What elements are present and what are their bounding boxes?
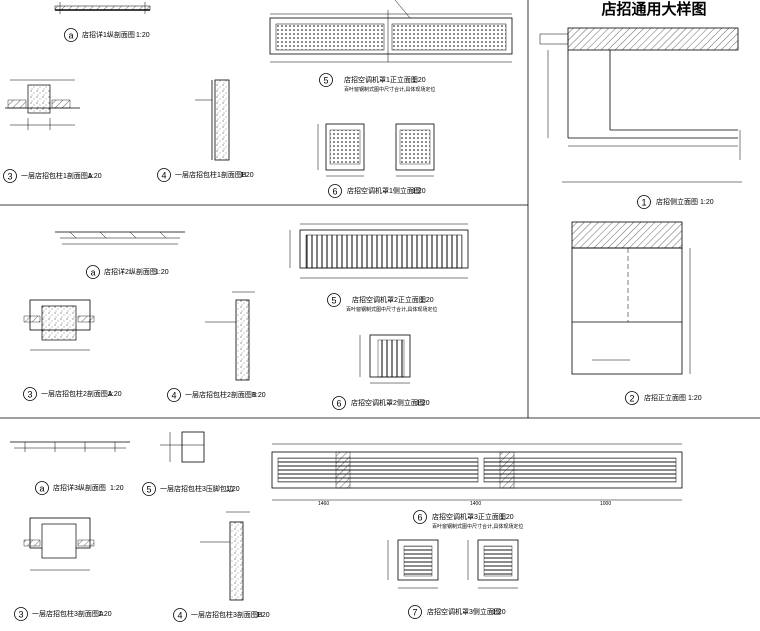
svg-text:1:20: 1:20 (240, 172, 254, 179)
detail-a2-section (55, 231, 185, 245)
ac-cover-1-side-elevations (317, 123, 435, 177)
svg-text:店招正立面图: 店招正立面图 (644, 393, 686, 402)
section-4-3-drawing (200, 511, 250, 601)
ac-cover-3-front-elevation: 1460 1400 1000 (271, 443, 683, 507)
svg-text:1: 1 (641, 198, 646, 208)
svg-text:a: a (39, 484, 44, 494)
svg-text:3: 3 (27, 390, 32, 400)
svg-text:4: 4 (177, 611, 182, 621)
svg-text:1:20: 1:20 (688, 395, 702, 402)
svg-text:店招详1纵剖面图: 店招详1纵剖面图 (82, 30, 135, 39)
caption-5-2: 5 店招空调机罩2正立面图 1:20 百叶窗钢制式图中尺寸合计,具体现场定位 (327, 293, 437, 313)
svg-text:店招空调机罩1侧立面图: 店招空调机罩1侧立面图 (347, 186, 421, 195)
svg-text:1:20: 1:20 (136, 32, 150, 39)
svg-text:店招空调机罩1正立面图: 店招空调机罩1正立面图 (344, 75, 418, 84)
svg-text:6: 6 (332, 187, 337, 197)
svg-text:4: 4 (171, 391, 176, 401)
svg-text:1:20: 1:20 (108, 391, 122, 398)
caption-3-2: 3 一层店招包柱2剖面图A 1:20 (23, 387, 122, 401)
section-4-2-drawing (205, 291, 255, 381)
svg-text:一层店招包柱3压脚包边: 一层店招包柱3压脚包边 (160, 484, 234, 493)
svg-text:一层店招包柱3剖面图B: 一层店招包柱3剖面图B (191, 610, 263, 619)
svg-text:百叶窗钢制式图中尺寸合计,具体现场定位: 百叶窗钢制式图中尺寸合计,具体现场定位 (432, 523, 523, 530)
caption-a1: a 店招详1纵剖面图 1:20 (64, 28, 150, 42)
svg-text:1:20: 1:20 (492, 609, 506, 616)
svg-text:一层店招包柱1剖面图A: 一层店招包柱1剖面图A (21, 171, 93, 180)
section-3-1-drawing (5, 79, 80, 130)
svg-text:1:20: 1:20 (420, 297, 434, 304)
svg-text:店招空调机罩3侧立面图: 店招空调机罩3侧立面图 (427, 607, 501, 616)
svg-text:a: a (68, 31, 73, 41)
svg-text:1:20: 1:20 (416, 400, 430, 407)
ac-cover-3-side-elevations (387, 539, 519, 589)
detail-a1-section (54, 2, 151, 14)
svg-text:1:20: 1:20 (700, 199, 714, 206)
svg-text:一层店招包柱1剖面图B: 一层店招包柱1剖面图B (175, 170, 247, 179)
svg-text:1:20: 1:20 (412, 77, 426, 84)
caption-3-3: 3 一层店招包柱3剖面图A 1:20 (14, 607, 112, 621)
svg-text:5: 5 (331, 296, 336, 306)
svg-text:一层店招包柱3剖面图A: 一层店招包柱3剖面图A (32, 609, 104, 618)
caption-4-2: 4 一层店招包柱2剖面图B 1:20 (167, 388, 266, 402)
svg-text:1:20: 1:20 (252, 392, 266, 399)
section-3-3-drawing (23, 517, 95, 571)
svg-text:1:20: 1:20 (98, 611, 112, 618)
svg-text:1000: 1000 (600, 501, 611, 507)
svg-text:1400: 1400 (470, 501, 481, 507)
signboard-front-elevation (571, 221, 691, 375)
svg-text:7: 7 (412, 608, 417, 618)
svg-text:1:20: 1:20 (88, 173, 102, 180)
caption-a3: a 店招详3纵剖面图 1:20 (35, 481, 124, 495)
svg-text:a: a (90, 268, 95, 278)
svg-text:店招空调机罩3正立面图: 店招空调机罩3正立面图 (432, 512, 506, 521)
caption-a2: a 店招详2纵剖面图 1:20 (86, 265, 169, 279)
svg-text:1:20: 1:20 (412, 188, 426, 195)
svg-text:店招侧立面图: 店招侧立面图 (656, 197, 698, 206)
caption-5-1: 5 店招空调机罩1正立面图 1:20 百叶窗钢制式图中尺寸合计,具体现场定位 (319, 73, 435, 93)
svg-text:一层店招包柱2剖面图A: 一层店招包柱2剖面图A (41, 389, 113, 398)
svg-text:一层店招包柱2剖面图B: 一层店招包柱2剖面图B (185, 390, 257, 399)
svg-text:1:20: 1:20 (226, 486, 240, 493)
caption-r2: 2 店招正立面图 1:20 (625, 391, 702, 405)
sheet-title: 店招通用大样图 (601, 0, 706, 18)
svg-text:店招详2纵剖面图: 店招详2纵剖面图 (104, 267, 157, 276)
section-3-2-drawing (23, 299, 95, 351)
svg-text:1460: 1460 (318, 501, 329, 507)
svg-text:3: 3 (18, 610, 23, 620)
svg-text:1:20: 1:20 (256, 612, 270, 619)
svg-text:店招空调机罩2正立面图: 店招空调机罩2正立面图 (352, 295, 426, 304)
ac-cover-1-front-elevation (269, 0, 513, 63)
detail-a3-section (10, 441, 130, 452)
section-5-3-drawing (160, 431, 205, 463)
ac-cover-2-side-elevation (359, 334, 411, 384)
svg-text:1:20: 1:20 (110, 485, 124, 492)
caption-4-3: 4 一层店招包柱3剖面图B 1:20 (173, 608, 270, 622)
svg-text:5: 5 (146, 485, 151, 495)
svg-text:百叶窗钢制式图中尺寸合计,具体现场定位: 百叶窗钢制式图中尺寸合计,具体现场定位 (344, 86, 435, 93)
caption-7-3: 7 店招空调机罩3侧立面图 1:20 (408, 605, 506, 619)
caption-6-3: 6 店招空调机罩3正立面图 1:20 百叶窗钢制式图中尺寸合计,具体现场定位 (413, 510, 523, 530)
caption-r1: 1 店招侧立面图 1:20 (637, 195, 714, 209)
caption-6-1: 6 店招空调机罩1侧立面图 1:20 (328, 184, 426, 198)
caption-3-1: 3 一层店招包柱1剖面图A 1:20 (3, 169, 102, 183)
ac-cover-2-front-elevation (289, 223, 469, 279)
svg-text:3: 3 (7, 172, 12, 182)
svg-text:1:20: 1:20 (500, 514, 514, 521)
caption-5-3: 5 一层店招包柱3压脚包边 1:20 (142, 482, 240, 496)
svg-text:1:20: 1:20 (155, 269, 169, 276)
svg-text:百叶窗钢制式图中尺寸合计,具体现场定位: 百叶窗钢制式图中尺寸合计,具体现场定位 (346, 306, 437, 313)
svg-text:店招详3纵剖面图: 店招详3纵剖面图 (53, 483, 106, 492)
svg-text:4: 4 (161, 171, 166, 181)
svg-text:5: 5 (323, 76, 328, 86)
caption-6-2: 6 店招空调机罩2侧立面图 1:20 (332, 396, 430, 410)
svg-text:6: 6 (336, 399, 341, 409)
svg-text:店招空调机罩2侧立面图: 店招空调机罩2侧立面图 (351, 398, 425, 407)
frame-lines (0, 0, 760, 419)
section-4-1-drawing (195, 79, 230, 161)
svg-text:2: 2 (629, 394, 634, 404)
signboard-side-elevation (539, 27, 742, 183)
caption-4-1: 4 一层店招包柱1剖面图B 1:20 (157, 168, 254, 182)
svg-text:6: 6 (417, 513, 422, 523)
